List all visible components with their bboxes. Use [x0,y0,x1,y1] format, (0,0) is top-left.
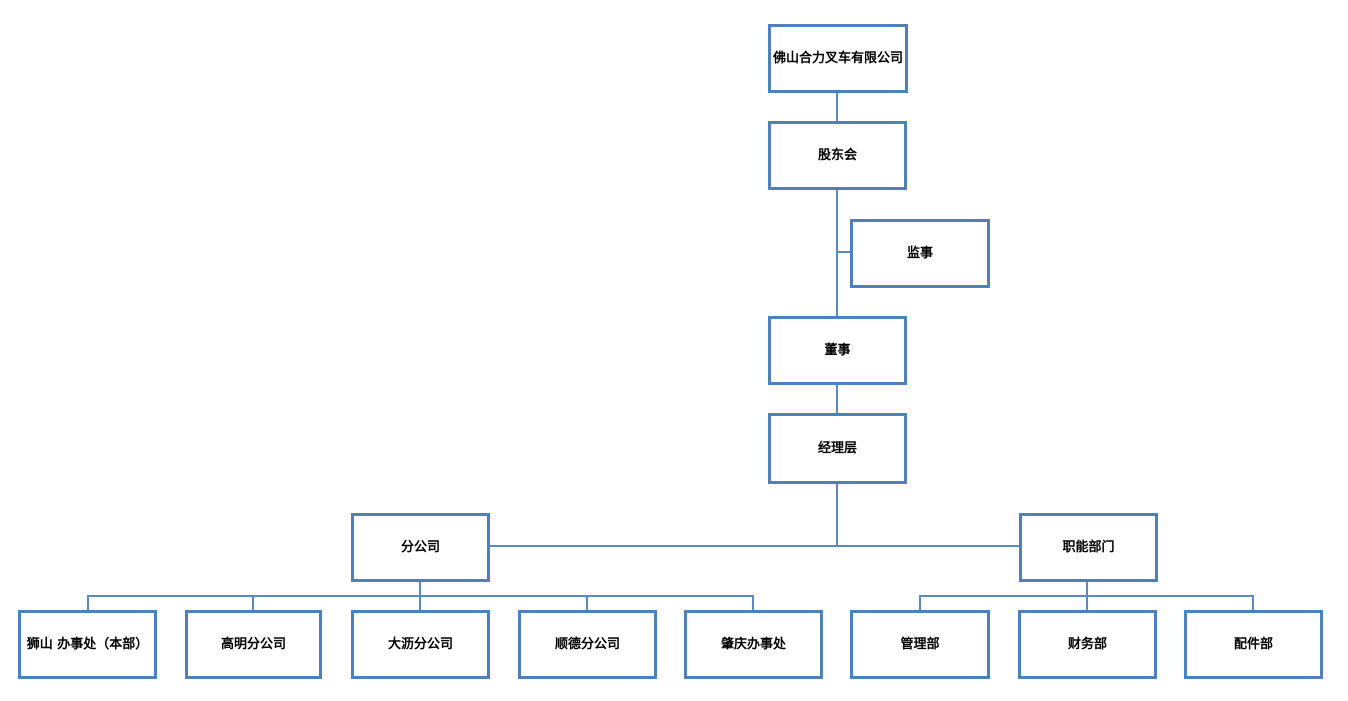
org-node-shishan-office-label: 狮山 办事处（本部） [26,636,149,652]
org-node-shishan-office: 狮山 办事处（本部） [18,610,157,679]
org-node-company: 佛山合力叉车有限公司 [768,24,908,93]
org-node-supervisor: 监事 [850,219,990,288]
connector-stub-admin [919,595,921,610]
org-node-shareholders: 股东会 [768,121,907,190]
org-node-shunde-branch: 顺德分公司 [518,610,657,679]
connector-stub-parts [1252,595,1254,610]
org-node-supervisor-label: 监事 [906,245,933,261]
org-node-company-label: 佛山合力叉车有限公司 [772,50,903,66]
org-node-shareholders-label: 股东会 [817,147,857,163]
connector-stub-finance [1086,595,1088,610]
org-node-functional-departments-label: 职能部门 [1062,539,1115,555]
org-node-management-label: 经理层 [817,440,857,456]
org-node-functional-departments: 职能部门 [1019,513,1158,582]
connector-stub-zhaoqing [752,595,754,610]
connector-director-management [836,385,838,413]
org-node-gaoming-branch: 高明分公司 [185,610,322,679]
connector-mid-rail [489,545,1020,547]
connector-stub-shunde [586,595,588,610]
org-node-zhaoqing-office-label: 肇庆办事处 [720,636,786,652]
org-node-admin-department-label: 管理部 [900,636,940,652]
connector-stub-shishan [87,595,89,610]
connector-management-down [836,484,838,546]
connector-stub-gaoming [252,595,254,610]
connector-branches-down [419,581,421,596]
org-node-zhaoqing-office: 肇庆办事处 [684,610,823,679]
org-node-branches: 分公司 [351,513,490,582]
org-node-parts-department: 配件部 [1184,610,1323,679]
org-node-director-label: 董事 [824,342,851,358]
org-node-dali-branch-label: 大沥分公司 [387,636,453,652]
org-node-parts-department-label: 配件部 [1233,636,1273,652]
org-node-finance-department: 财务部 [1018,610,1157,679]
org-node-dali-branch: 大沥分公司 [351,610,490,679]
org-node-shunde-branch-label: 顺德分公司 [554,636,620,652]
connector-stub-dali [419,595,421,610]
connector-company-shareholders [836,93,838,121]
org-node-management: 经理层 [768,413,907,484]
org-node-branches-label: 分公司 [400,539,440,555]
org-node-admin-department: 管理部 [850,610,990,679]
org-node-director: 董事 [768,316,907,385]
connector-supervisor-stub [838,251,851,253]
org-node-finance-department-label: 财务部 [1067,636,1107,652]
connector-shareholders-director [836,190,838,316]
connector-functional-down [1086,581,1088,596]
org-node-gaoming-branch-label: 高明分公司 [220,636,286,652]
